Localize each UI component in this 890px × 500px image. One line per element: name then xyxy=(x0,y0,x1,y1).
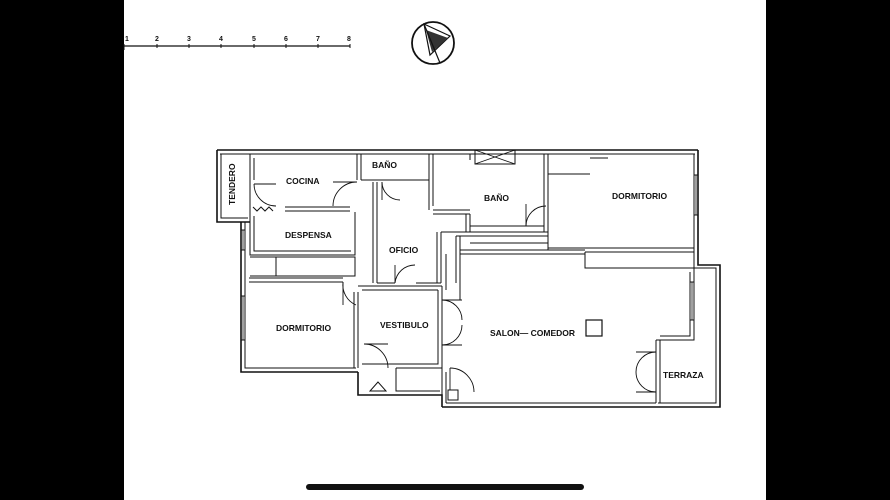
home-indicator-bar[interactable] xyxy=(306,484,584,490)
plan-sheet xyxy=(124,0,766,500)
